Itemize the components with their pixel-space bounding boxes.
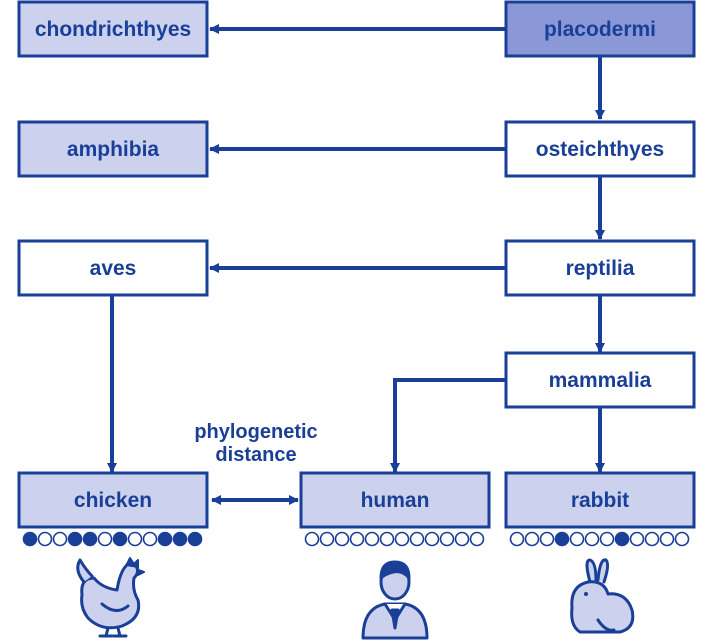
- dot-empty: [524, 531, 540, 547]
- dot-filled: [614, 531, 630, 547]
- dot-row-rabbit: [509, 531, 690, 547]
- dot-empty: [454, 531, 470, 547]
- connectors: [107, 24, 605, 505]
- node-osteichthyes: osteichthyes: [504, 120, 696, 178]
- dot-empty: [569, 531, 585, 547]
- dot-empty: [37, 531, 53, 547]
- dot-filled: [157, 531, 173, 547]
- dot-empty: [319, 531, 335, 547]
- dot-row-chicken: [22, 531, 203, 547]
- dot-filled: [187, 531, 203, 547]
- dot-empty: [539, 531, 555, 547]
- dot-empty: [629, 531, 645, 547]
- node-label: rabbit: [571, 489, 629, 512]
- node-amphibia: amphibia: [17, 120, 209, 178]
- node-placodermi: placodermi: [504, 0, 696, 58]
- phylogenetic-distance-caption: phylogenetic distance: [194, 421, 317, 466]
- node-aves: aves: [17, 239, 209, 297]
- node-label: mammalia: [549, 369, 652, 392]
- node-label: aves: [90, 257, 137, 280]
- node-chicken: chicken: [17, 471, 209, 529]
- dot-empty: [394, 531, 410, 547]
- node-label: osteichthyes: [536, 138, 664, 161]
- dot-empty: [599, 531, 615, 547]
- dot-empty: [409, 531, 425, 547]
- dot-empty: [584, 531, 600, 547]
- node-mammalia: mammalia: [504, 351, 696, 409]
- dot-empty: [334, 531, 350, 547]
- dot-empty: [142, 531, 158, 547]
- dot-empty: [659, 531, 675, 547]
- dot-empty: [349, 531, 365, 547]
- dot-filled: [67, 531, 83, 547]
- dot-empty: [439, 531, 455, 547]
- dot-empty: [379, 531, 395, 547]
- dot-empty: [52, 531, 68, 547]
- node-label: placodermi: [544, 18, 656, 41]
- dot-empty: [424, 531, 440, 547]
- node-label: chicken: [74, 489, 152, 512]
- dot-filled: [554, 531, 570, 547]
- rabbit-icon: [570, 558, 635, 634]
- node-label: human: [361, 489, 430, 512]
- dot-filled: [22, 531, 38, 547]
- dot-filled: [82, 531, 98, 547]
- dot-empty: [674, 531, 690, 547]
- node-label: reptilia: [566, 257, 635, 280]
- node-human: human: [299, 471, 491, 529]
- node-rabbit: rabbit: [504, 471, 696, 529]
- dot-empty: [304, 531, 320, 547]
- dot-empty: [469, 531, 485, 547]
- caption-line-1: phylogenetic: [194, 421, 317, 443]
- dot-empty: [364, 531, 380, 547]
- node-reptilia: reptilia: [504, 239, 696, 297]
- dot-empty: [97, 531, 113, 547]
- businessman-icon: [361, 560, 429, 640]
- caption-line-2: distance: [215, 444, 296, 466]
- dot-empty: [644, 531, 660, 547]
- dot-empty: [127, 531, 143, 547]
- dot-row-human: [304, 531, 485, 547]
- dot-filled: [112, 531, 128, 547]
- node-chondrichthyes: chondrichthyes: [17, 0, 209, 58]
- dot-empty: [509, 531, 525, 547]
- arrow-mammalia-to-human: [390, 378, 505, 473]
- node-label: amphibia: [67, 138, 160, 161]
- dot-filled: [172, 531, 188, 547]
- node-label: chondrichthyes: [35, 18, 191, 41]
- chicken-icon: [76, 557, 145, 638]
